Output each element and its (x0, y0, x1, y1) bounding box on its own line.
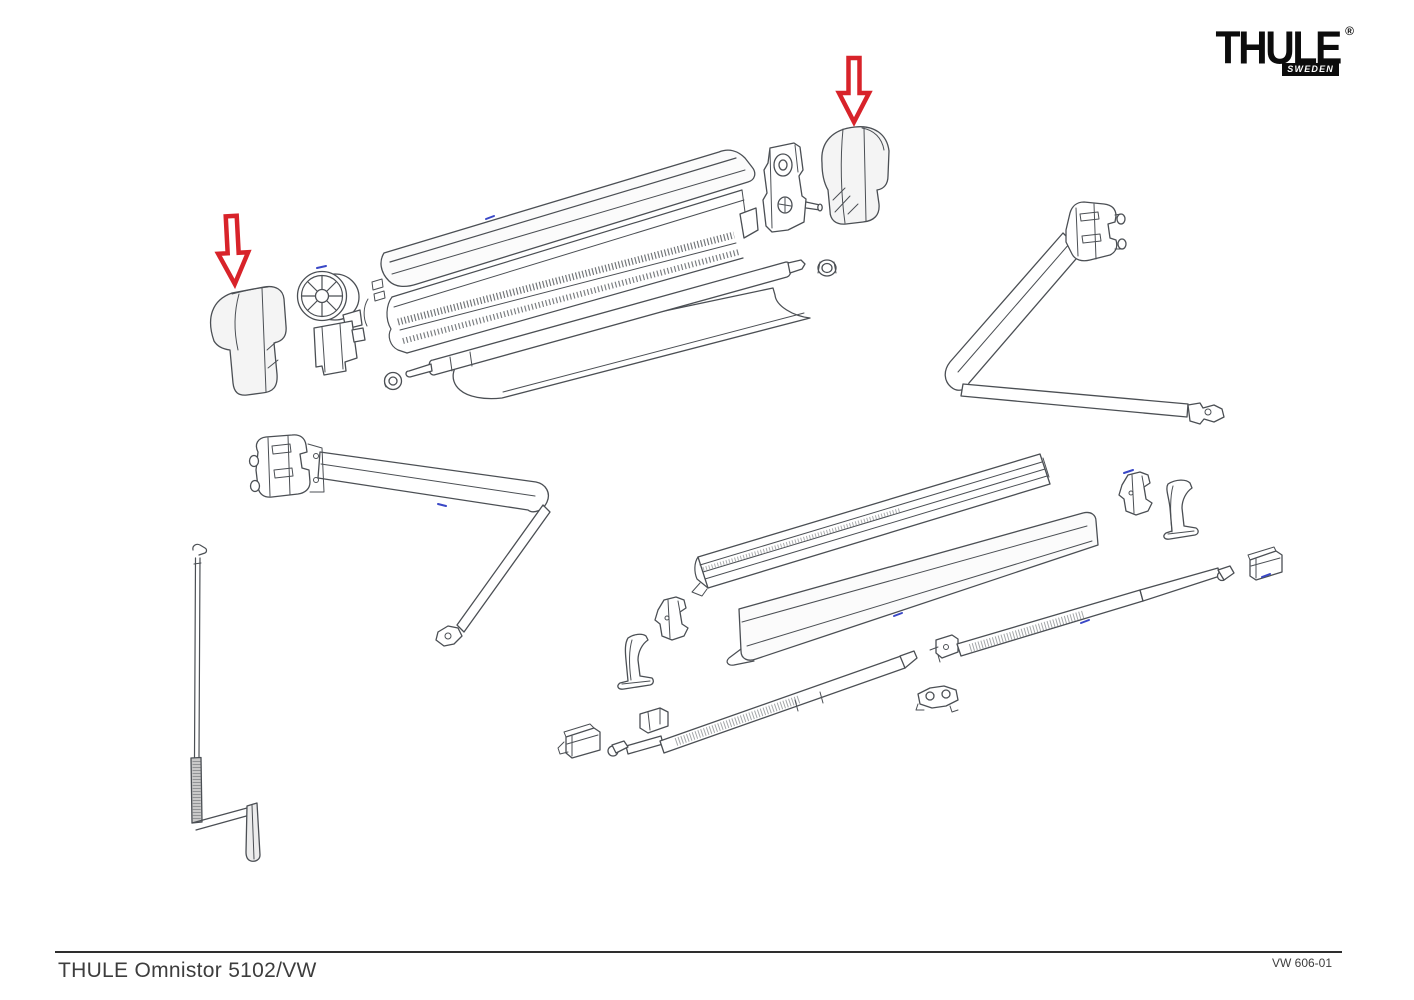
gear-mechanism-left (296, 265, 366, 376)
support-leg-left (607, 650, 918, 757)
highlight-arrow-right-icon (835, 55, 873, 127)
gearbox-right (762, 142, 823, 233)
left-end-cap (210, 285, 287, 396)
right-end-cap (821, 126, 890, 225)
crank-rod (190, 543, 261, 862)
highlight-arrow-left-icon (214, 213, 252, 290)
spring-arm-left (248, 434, 551, 647)
roller-tube (405, 259, 806, 378)
front-panel (726, 511, 1099, 666)
mounting-bracket-right (1118, 469, 1153, 516)
support-leg-right (929, 565, 1235, 663)
wall-clamp-right (1247, 546, 1283, 581)
center-mounting-clamp (915, 685, 959, 713)
locking-nut (817, 259, 837, 277)
spring-arm-right (944, 201, 1225, 425)
footer-divider (55, 951, 1342, 953)
mounting-foot-left (617, 633, 654, 690)
drawing-number: VW 606-01 (1272, 956, 1333, 970)
end-washer (383, 371, 403, 391)
registered-trademark-icon: ® (1345, 24, 1354, 38)
thule-logo: THULE ® SWEDEN (1209, 24, 1354, 77)
model-title: THULE Omnistor 5102/VW (58, 959, 317, 982)
mounting-bracket-left (654, 596, 689, 641)
lead-rail (691, 453, 1051, 597)
wall-clamp-left (557, 723, 601, 759)
cassette-housing (363, 149, 759, 354)
thule-sweden-badge: SWEDEN (1282, 63, 1339, 76)
mounting-foot-right (1163, 479, 1199, 540)
